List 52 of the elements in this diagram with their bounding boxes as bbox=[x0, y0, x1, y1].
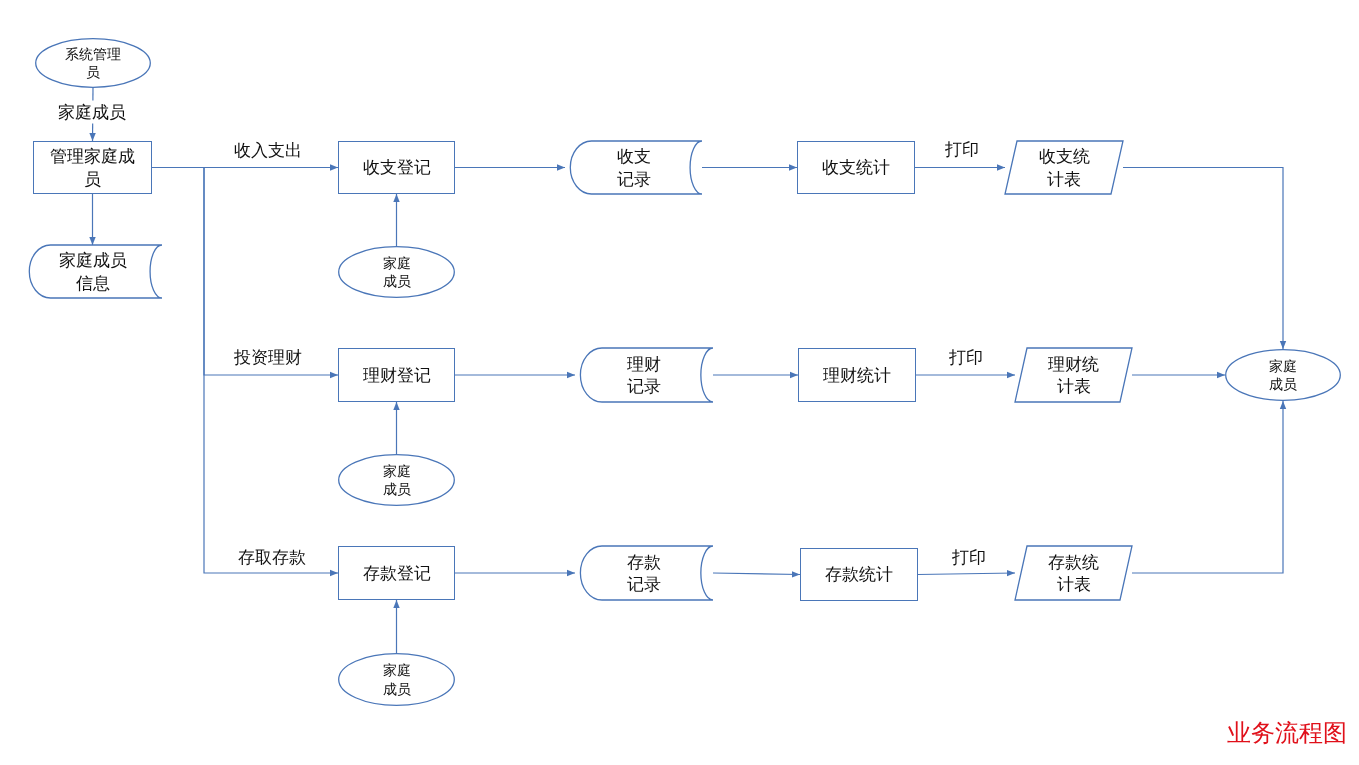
arrow bbox=[454, 371, 576, 379]
edge-label: 家庭成员 bbox=[56, 100, 128, 124]
process-box bbox=[338, 348, 455, 402]
arrow bbox=[393, 193, 400, 247]
ellipse-node bbox=[35, 38, 151, 88]
arrow bbox=[393, 401, 400, 455]
arrow bbox=[1131, 400, 1287, 574]
data-parallelogram bbox=[1005, 141, 1123, 194]
node-label: 存款统计 bbox=[825, 563, 893, 586]
node-label: 管理家庭成员 bbox=[49, 145, 136, 190]
node-label: 存款登记 bbox=[362, 561, 431, 585]
node-label: 收支统计 bbox=[822, 156, 890, 179]
ellipse-node bbox=[338, 454, 455, 506]
process-box bbox=[338, 546, 455, 600]
arrow bbox=[89, 193, 96, 246]
node-label: 收支登记 bbox=[362, 156, 431, 179]
node-label: 收支记录 bbox=[615, 145, 652, 190]
node-label: 家庭成员信息 bbox=[58, 249, 128, 294]
node-label: 系统管理员 bbox=[64, 44, 122, 82]
data-parallelogram bbox=[1015, 546, 1132, 600]
ellipse-node bbox=[338, 246, 455, 298]
ellipse-node bbox=[338, 653, 455, 706]
arrow bbox=[393, 599, 400, 654]
process-box bbox=[33, 141, 152, 194]
node-label: 家庭成员 bbox=[381, 661, 412, 698]
arrow bbox=[1131, 371, 1226, 379]
node-label: 理财统计表 bbox=[1047, 352, 1100, 398]
process-box bbox=[798, 348, 916, 402]
node-label: 存款统计表 bbox=[1047, 550, 1100, 596]
arrow bbox=[917, 569, 1016, 577]
process-box bbox=[800, 548, 918, 601]
process-box bbox=[797, 141, 915, 194]
data-parallelogram bbox=[1015, 348, 1132, 402]
node-label: 家庭成员 bbox=[1268, 356, 1298, 394]
arrow bbox=[712, 371, 799, 379]
arrow bbox=[712, 571, 801, 578]
node-label: 家庭成员 bbox=[381, 253, 412, 291]
node-label: 理财记录 bbox=[626, 352, 662, 398]
caption: 业务流程图 bbox=[1227, 718, 1347, 749]
node-label: 理财统计 bbox=[823, 363, 891, 387]
node-label: 家庭成员 bbox=[381, 461, 412, 499]
arrow bbox=[915, 371, 1016, 379]
arrow bbox=[454, 569, 576, 577]
arrow bbox=[1122, 166, 1287, 350]
arrow bbox=[701, 164, 798, 171]
node-label: 存款记录 bbox=[626, 550, 662, 596]
ellipse-node bbox=[1225, 349, 1341, 401]
arrow bbox=[914, 164, 1006, 171]
node-label: 收支统计表 bbox=[1037, 145, 1091, 190]
arrow bbox=[454, 164, 566, 171]
process-box bbox=[338, 141, 455, 194]
node-label: 理财登记 bbox=[362, 363, 431, 387]
